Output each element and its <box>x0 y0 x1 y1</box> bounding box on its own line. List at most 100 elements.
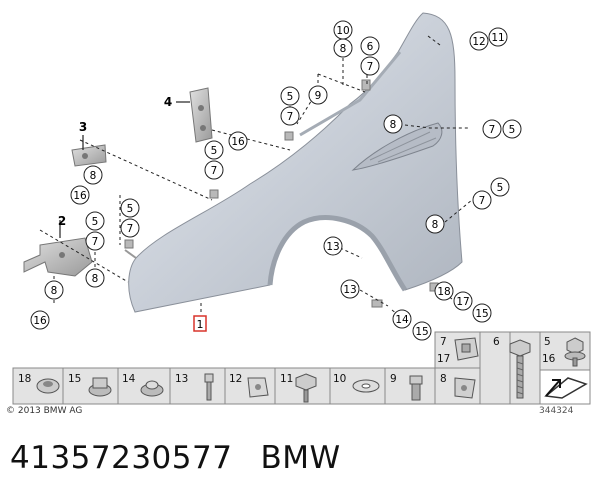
svg-text:8: 8 <box>390 119 397 131</box>
legend-label-5: 5 <box>544 336 551 348</box>
svg-text:16: 16 <box>33 315 47 327</box>
callout-8[interactable]: 8 <box>83 165 103 185</box>
svg-text:5: 5 <box>287 91 294 103</box>
part-number[interactable]: 41357230577 <box>10 440 233 476</box>
callout-9[interactable]: 9 <box>308 85 328 105</box>
legend-label-7: 7 <box>440 336 447 348</box>
callout-7[interactable]: 7 <box>280 106 300 126</box>
hardware-12-speed-nut[interactable] <box>247 377 269 398</box>
callout-7[interactable]: 7 <box>85 231 105 251</box>
hardware-9-expanding-nut[interactable] <box>409 375 423 401</box>
callout-8[interactable]: 8 <box>44 280 64 300</box>
svg-text:13: 13 <box>343 284 356 296</box>
svg-text:14: 14 <box>395 314 409 326</box>
callout-8[interactable]: 8 <box>85 268 105 288</box>
callout-7[interactable]: 7 <box>482 119 502 139</box>
callout-13[interactable]: 13 <box>323 236 343 256</box>
callout-5[interactable]: 5 <box>280 86 300 106</box>
callout-16[interactable]: 16 <box>30 310 50 330</box>
leader-label-2: 2 <box>58 214 66 228</box>
callout-13[interactable]: 13 <box>340 279 360 299</box>
bracket-4[interactable] <box>189 87 213 143</box>
callout-8[interactable]: 8 <box>425 214 445 234</box>
callout-6[interactable]: 6 <box>360 36 380 56</box>
callout-7[interactable]: 7 <box>204 160 224 180</box>
callout-16[interactable]: 16 <box>70 185 90 205</box>
svg-text:7: 7 <box>287 111 294 123</box>
svg-text:7: 7 <box>479 195 486 207</box>
hardware-11-screw[interactable] <box>295 373 317 403</box>
svg-text:1: 1 <box>197 318 204 331</box>
legend-label-18: 18 <box>18 373 31 385</box>
front-fender[interactable] <box>124 12 463 313</box>
svg-text:8: 8 <box>92 273 99 285</box>
svg-text:5: 5 <box>211 145 218 157</box>
svg-text:10: 10 <box>336 25 349 37</box>
legend-label-16: 16 <box>542 353 556 365</box>
drawing-id: 344324 <box>539 406 574 416</box>
svg-text:13: 13 <box>326 241 339 253</box>
legend-label-15: 15 <box>68 373 81 385</box>
svg-text:6: 6 <box>367 41 374 53</box>
callout-5[interactable]: 5 <box>204 140 224 160</box>
callout-11[interactable]: 11 <box>488 27 508 47</box>
svg-text:16: 16 <box>231 136 245 148</box>
leader-label-3: 3 <box>79 120 87 134</box>
svg-text:16: 16 <box>73 190 87 202</box>
svg-text:11: 11 <box>491 32 504 44</box>
svg-text:15: 15 <box>415 326 428 338</box>
callout-17[interactable]: 17 <box>453 291 473 311</box>
callout-5[interactable]: 5 <box>502 119 522 139</box>
leader-label-4: 4 <box>164 95 172 109</box>
hardware-6-bolt[interactable] <box>509 339 531 399</box>
callout-15[interactable]: 15 <box>472 303 492 323</box>
svg-text:5: 5 <box>127 203 134 215</box>
svg-text:8: 8 <box>51 285 58 297</box>
legend-label-12: 12 <box>229 373 242 385</box>
callout-5[interactable]: 5 <box>85 211 105 231</box>
callout-7[interactable]: 7 <box>360 56 380 76</box>
hardware-10-washer[interactable] <box>352 379 380 393</box>
svg-text:8: 8 <box>340 43 347 55</box>
bracket-3[interactable] <box>71 144 107 167</box>
svg-text:5: 5 <box>92 216 99 228</box>
bracket-2[interactable] <box>23 237 93 277</box>
svg-text:18: 18 <box>437 286 450 298</box>
legend-label-9: 9 <box>390 373 397 385</box>
svg-text:7: 7 <box>211 165 218 177</box>
main-part-label[interactable]: 1 <box>193 315 207 332</box>
svg-text:7: 7 <box>489 124 496 136</box>
callout-7[interactable]: 7 <box>120 218 140 238</box>
svg-text:17: 17 <box>456 296 469 308</box>
legend-label-6: 6 <box>493 336 500 348</box>
legend-label-17: 17 <box>437 353 450 365</box>
svg-text:7: 7 <box>127 223 134 235</box>
callout-7[interactable]: 7 <box>472 190 492 210</box>
hardware-8-clip-nut[interactable] <box>454 377 476 399</box>
callout-16[interactable]: 16 <box>228 131 248 151</box>
callout-15[interactable]: 15 <box>412 321 432 341</box>
svg-text:12: 12 <box>472 36 485 48</box>
hardware-5-collar-screw[interactable] <box>564 337 586 367</box>
callout-8[interactable]: 8 <box>333 38 353 58</box>
brand-name: BMW <box>260 440 341 476</box>
hardware-18-washer-nut[interactable] <box>36 378 60 394</box>
callout-8[interactable]: 8 <box>383 114 403 134</box>
hardware-7-cage-nut[interactable] <box>454 337 479 361</box>
callout-5[interactable]: 5 <box>490 177 510 197</box>
hardware-13-clip[interactable] <box>204 373 214 401</box>
callout-12[interactable]: 12 <box>469 31 489 51</box>
hardware-14-nut[interactable] <box>140 380 164 397</box>
svg-text:7: 7 <box>92 236 99 248</box>
callout-18[interactable]: 18 <box>434 281 454 301</box>
callout-5[interactable]: 5 <box>120 198 140 218</box>
svg-text:5: 5 <box>497 182 504 194</box>
callout-10[interactable]: 10 <box>333 20 353 40</box>
part-caption: 41357230577 BMW <box>10 440 341 476</box>
hardware-15-flange-nut[interactable] <box>88 377 112 397</box>
legend-label-11: 11 <box>280 373 293 385</box>
legend-label-8: 8 <box>440 373 447 385</box>
callout-14[interactable]: 14 <box>392 309 412 329</box>
hardware-legend: 18 15 14 13 12 11 10 9 8 7 17 6 5 16 <box>12 331 591 405</box>
leader-numbers: 4 3 2 <box>58 95 172 228</box>
